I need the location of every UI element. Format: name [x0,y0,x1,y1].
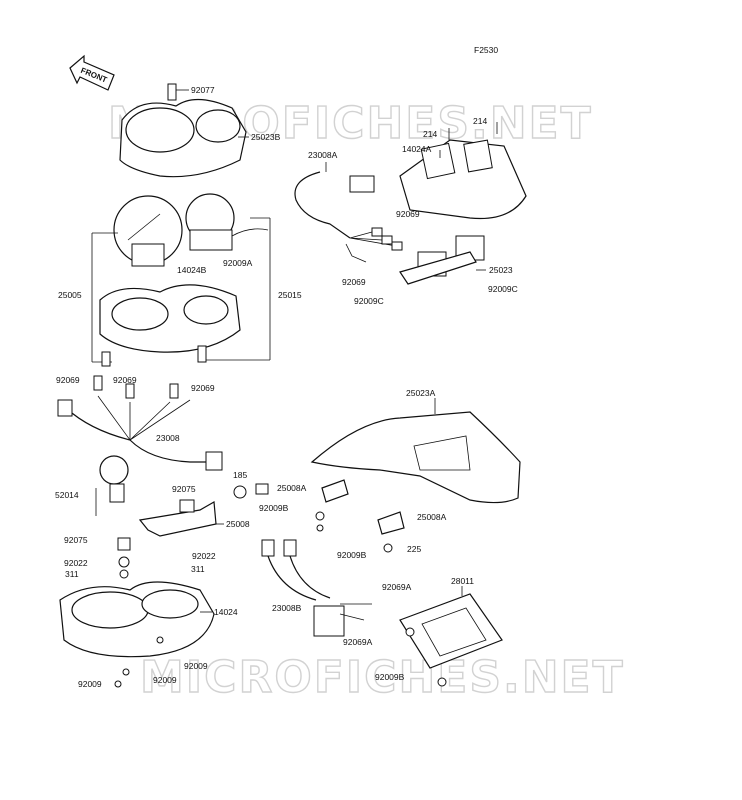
nut-311 [119,569,129,579]
label-92009-c: 92009 [78,679,102,689]
label-92069-r: 92069 [396,209,420,219]
speedometer [113,195,183,267]
bracket-25008A-left [315,479,349,532]
label-25023B: 25023B [251,132,281,142]
label-23008B: 23008B [272,603,302,613]
label-25008A-b: 25008A [417,512,447,522]
label-214-b: 214 [473,116,487,126]
cowl-25023A [310,398,521,504]
label-185: 185 [233,470,247,480]
bracket-25008A-right [377,511,405,553]
label-92077: 92077 [191,85,215,95]
label-52014: 52014 [55,490,79,500]
meter-cover-14024 [59,581,215,658]
indicator-housing-14024A [399,122,527,220]
label-23008: 23008 [156,433,180,443]
label-23008A: 23008A [308,150,338,160]
module-28011 [399,586,503,687]
label-25005: 25005 [58,290,82,300]
label-92022-a: 92022 [64,558,88,568]
clamp-92075 [117,537,131,551]
label-92069-top: 92069 [342,277,366,287]
label-92022-b: 92022 [192,551,216,561]
label-25023: 25023 [489,265,513,275]
label-311-b: 311 [191,564,205,574]
watermark-bottom: MICROFICHES.NET [140,652,625,703]
label-92009B-b: 92009B [337,550,367,560]
label-28011: 28011 [451,576,474,586]
label-25023A: 25023A [406,388,436,398]
label-92009C-b: 92009C [488,284,518,294]
figure-id: F2530 [474,45,498,55]
label-214-a: 214 [423,129,437,139]
indicator-bracket-25023 [399,235,486,285]
screw-92009-a [122,668,130,676]
speed-sensor-52014 [95,455,129,516]
label-92075-a: 92075 [172,484,196,494]
label-92009C-a: 92009C [354,296,384,306]
label-225: 225 [407,544,421,554]
label-92009-a: 92009 [184,661,208,671]
harness-23008 [57,375,223,471]
label-92069-l1: 92069 [56,375,80,385]
tachometer [185,193,269,251]
label-92009B-a: 92009B [259,503,289,513]
label-14024B: 14024B [177,265,207,275]
label-92009-b: 92009 [153,675,177,685]
bracket-25008 [138,483,269,537]
label-92075-b: 92075 [64,535,88,545]
label-92069-l2: 92069 [113,375,137,385]
label-14024: 14024 [214,607,238,617]
label-25015: 25015 [278,290,302,300]
screw-92009-b [114,680,122,688]
label-92069-l3: 92069 [191,383,215,393]
washer-92022 [118,556,130,568]
harness-23008B [261,539,372,637]
meter-case-lower [99,284,241,367]
label-311-a: 311 [65,569,79,579]
label-25008A-a: 25008A [277,483,307,493]
meter-housing-upper [119,83,249,178]
front-arrow-icon: FRONT [69,54,115,91]
label-14024A: 14024A [402,144,432,154]
label-92009B-c: 92009B [375,672,405,682]
label-92069A: 92069A [382,582,412,592]
harness-23008A [294,162,403,263]
label-92069A-b: 92069A [343,637,373,647]
label-92009A: 92009A [223,258,253,268]
label-25008: 25008 [226,519,250,529]
